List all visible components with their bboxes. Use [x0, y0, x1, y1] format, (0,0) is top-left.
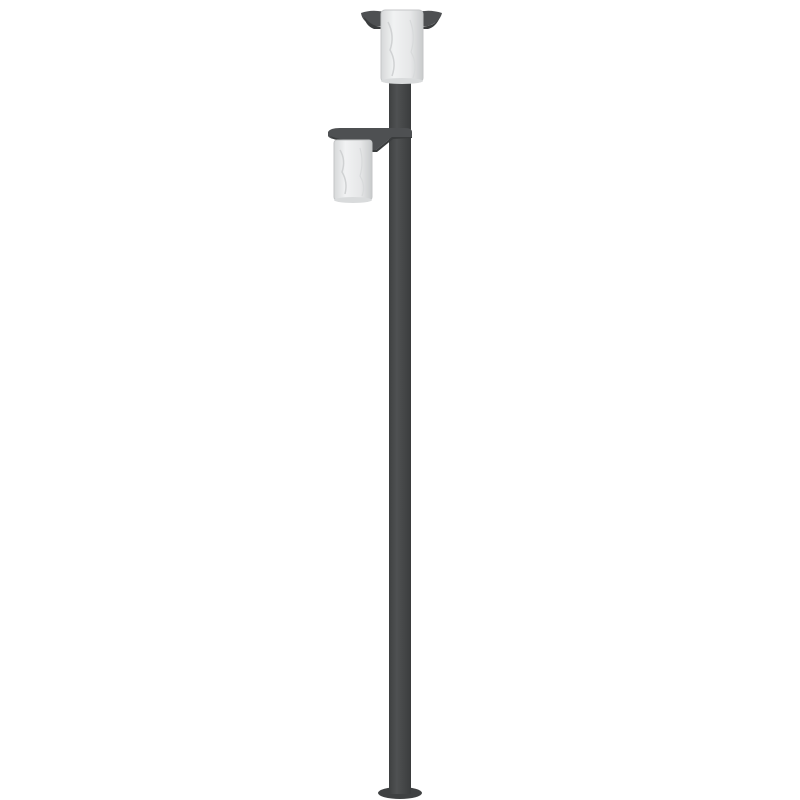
lower-lamp — [333, 139, 373, 203]
top-lamp — [380, 9, 424, 84]
lamp-pole — [389, 82, 411, 794]
side-arm-bracket — [328, 128, 412, 150]
side-arm-shade — [330, 136, 412, 152]
top-lamp-cap-shade — [364, 17, 440, 29]
